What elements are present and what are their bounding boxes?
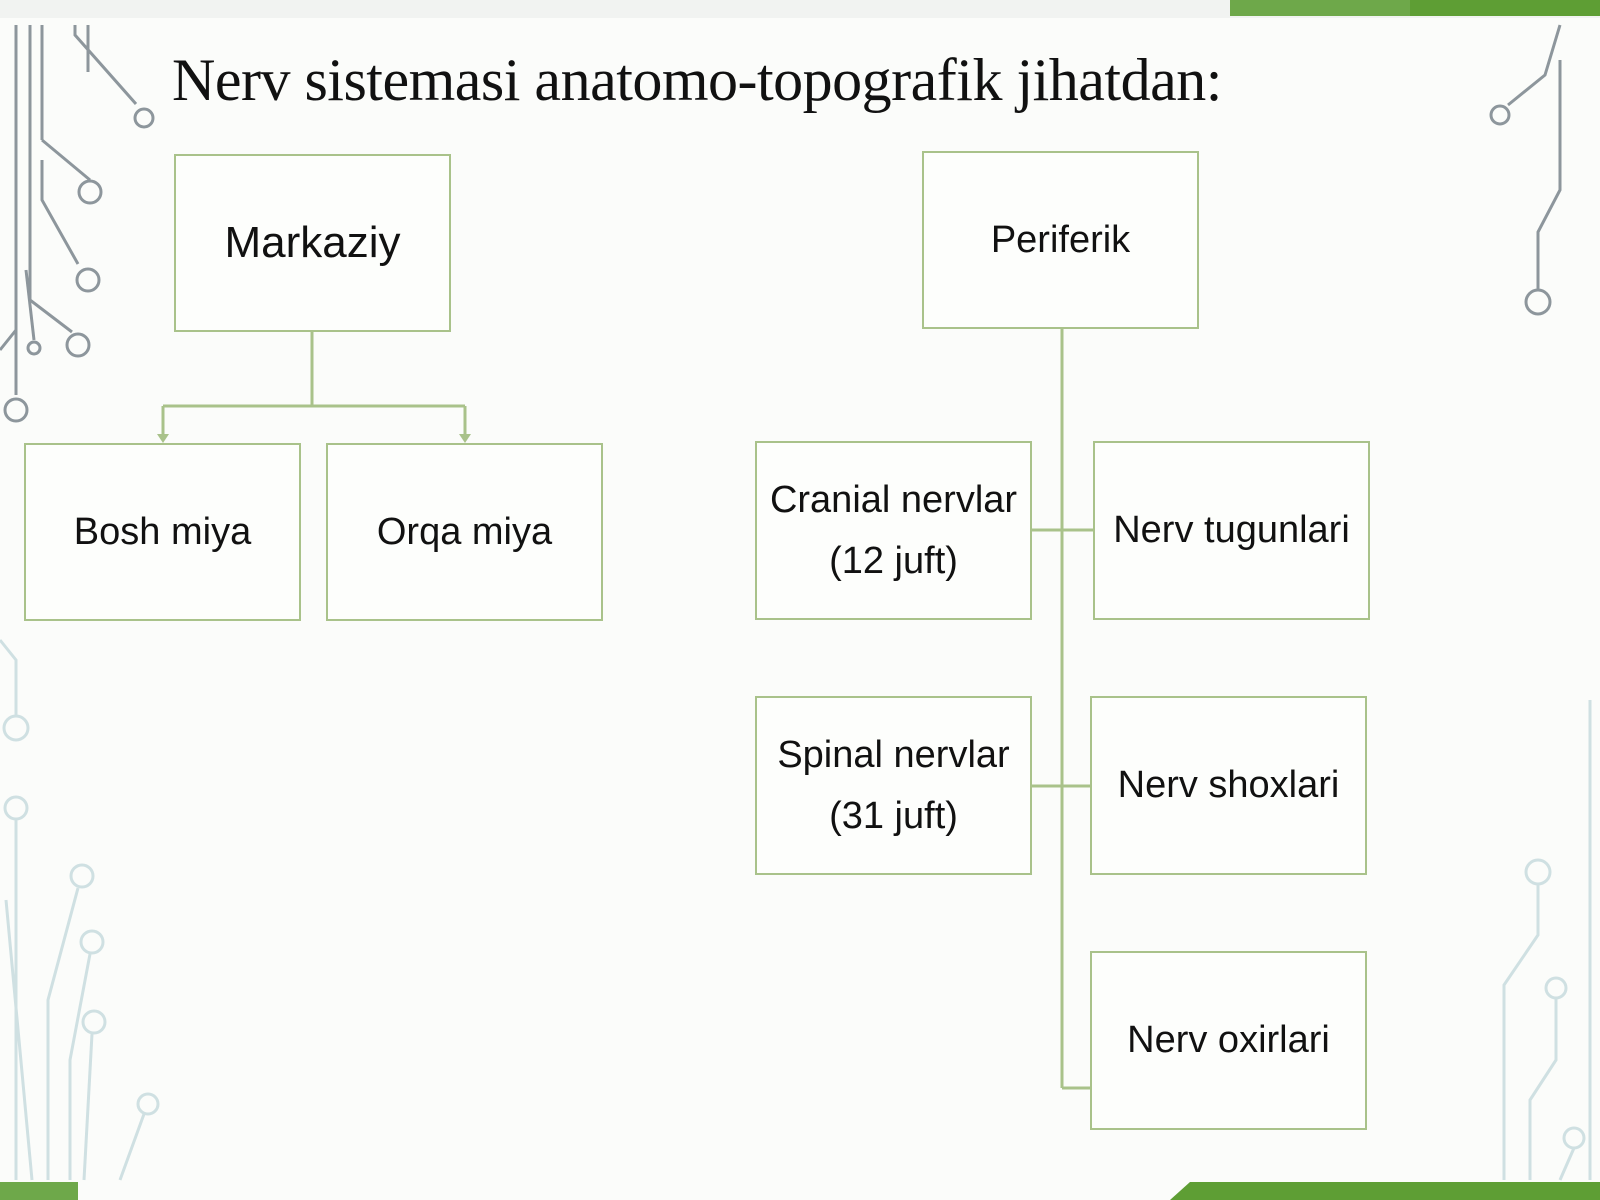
node-spinal-nervlar: Spinal nervlar (31 juft) bbox=[755, 696, 1032, 875]
node-nerv-tugunlari-label: Nerv tugunlari bbox=[1113, 509, 1350, 552]
node-markaziy: Markaziy bbox=[174, 154, 451, 332]
node-nerv-oxirlari: Nerv oxirlari bbox=[1090, 951, 1367, 1130]
node-bosh-miya-label: Bosh miya bbox=[73, 510, 252, 553]
node-orqa-miya: Orqa miya bbox=[326, 443, 603, 621]
node-orqa-miya-label: Orqa miya bbox=[376, 510, 553, 553]
node-markaziy-label: Markaziy bbox=[224, 217, 401, 267]
node-periferik: Periferik bbox=[922, 151, 1199, 329]
node-nerv-oxirlari-label: Nerv oxirlari bbox=[1127, 1019, 1330, 1062]
node-nerv-shoxlari-label: Nerv shoxlari bbox=[1117, 764, 1340, 807]
node-spinal-nervlar-label: Spinal nervlar (31 juft) bbox=[777, 733, 1010, 837]
node-nerv-shoxlari: Nerv shoxlari bbox=[1090, 696, 1367, 875]
node-cranial-nervlar-label: Cranial nervlar (12 juft) bbox=[769, 478, 1018, 582]
node-bosh-miya: Bosh miya bbox=[24, 443, 301, 621]
node-cranial-nervlar: Cranial nervlar (12 juft) bbox=[755, 441, 1032, 620]
node-nerv-tugunlari: Nerv tugunlari bbox=[1093, 441, 1370, 620]
slide-title: Nerv sistemasi anatomo-topografik jihatd… bbox=[172, 47, 1222, 113]
node-periferik-label: Periferik bbox=[990, 218, 1131, 261]
